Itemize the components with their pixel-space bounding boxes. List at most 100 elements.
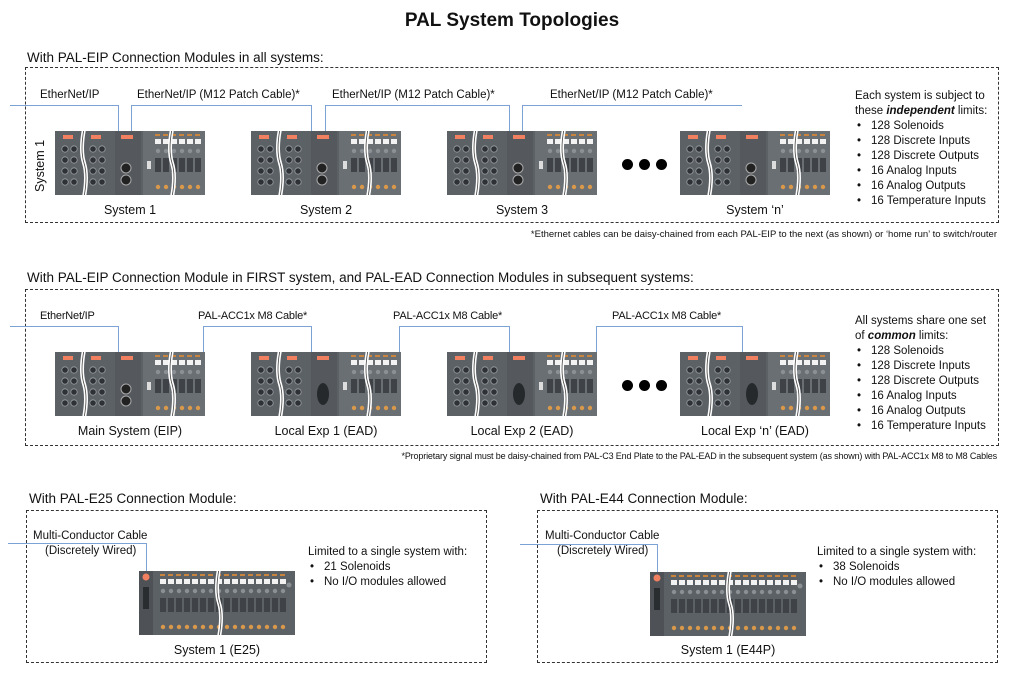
m12-connector: [453, 145, 461, 153]
solenoid-valve: [804, 379, 810, 393]
valve-label: [780, 139, 786, 144]
m12-connector: [723, 399, 731, 407]
module-port-label: [513, 356, 525, 360]
valve-port: [187, 148, 193, 154]
valve-label: [788, 139, 794, 144]
module-port-label: [121, 356, 133, 360]
valve-label: [375, 139, 381, 144]
m12-connector: [490, 388, 498, 396]
valve-led: [796, 134, 801, 136]
valve-label: [796, 360, 802, 365]
m12-power-port: [745, 174, 757, 186]
cable-label: Multi-Conductor Cable: [545, 530, 660, 542]
valve-port: [232, 588, 238, 594]
m12-connector: [686, 388, 694, 396]
break-mark: [473, 131, 479, 195]
m12-connector: [714, 366, 722, 374]
fitting: [788, 405, 794, 411]
status-window: [772, 382, 776, 390]
fitting: [195, 184, 201, 190]
valve-port: [767, 589, 773, 595]
valve-label: [176, 579, 182, 584]
fitting: [780, 405, 786, 411]
valve-led: [804, 134, 809, 136]
fitting: [804, 184, 810, 190]
solenoid-valve: [788, 379, 794, 393]
valve-led: [195, 134, 200, 136]
valve-led: [743, 575, 748, 577]
break-mark: [365, 131, 371, 195]
valve-led: [571, 355, 576, 357]
valve-port: [695, 589, 701, 595]
cable-label: EtherNet/IP (M12 Patch Cable)*: [550, 89, 713, 101]
solenoid-valve: [179, 379, 185, 393]
m12-connector: [61, 145, 69, 153]
valve-label: [163, 139, 169, 144]
break-mark: [561, 352, 567, 416]
m12-connector: [98, 167, 106, 175]
system-label: System 1: [103, 203, 157, 217]
valve-led: [359, 355, 364, 357]
io-port-label: [259, 356, 269, 360]
valve-led: [224, 574, 229, 576]
limit-item: 16 Temperature Inputs: [855, 419, 986, 434]
valve-label: [391, 360, 397, 365]
m12-connector: [98, 366, 106, 374]
valve-label: [195, 139, 201, 144]
fitting: [767, 625, 773, 631]
solenoid-valve: [687, 599, 693, 613]
valve-led: [571, 134, 576, 136]
m12-connector: [89, 145, 97, 153]
m12-connector: [723, 377, 731, 385]
solenoid-valve: [788, 158, 794, 172]
section-e44-heading: With PAL-E44 Connection Module:: [540, 491, 748, 506]
valve-label: [187, 360, 193, 365]
limit-item: No I/O modules allowed: [308, 575, 467, 590]
solenoid-valve: [359, 158, 365, 172]
module-port-label: [513, 135, 525, 139]
fitting: [195, 405, 201, 411]
valve-led: [367, 134, 372, 136]
valve-label: [155, 139, 161, 144]
m12-connector: [714, 399, 722, 407]
fitting: [679, 625, 685, 631]
m12-power-port: [745, 162, 757, 174]
limit-item: 128 Discrete Inputs: [855, 134, 987, 149]
valve-led: [812, 355, 817, 357]
limit-item: 128 Discrete Outputs: [855, 374, 986, 389]
valve-port: [671, 589, 677, 595]
fitting: [783, 625, 789, 631]
fitting: [547, 405, 553, 411]
m12-connector: [257, 388, 265, 396]
m12-power-port: [120, 395, 132, 407]
valve-port: [160, 588, 166, 594]
pal-eip-system-illustration: [55, 352, 205, 416]
valve-led: [187, 134, 192, 136]
fitting: [383, 184, 389, 190]
valve-label: [179, 360, 185, 365]
m12-connector: [89, 377, 97, 385]
solenoid-valve: [547, 379, 553, 393]
fitting: [224, 624, 230, 630]
fitting: [579, 405, 585, 411]
valve-port: [563, 369, 569, 375]
valve-label: [687, 580, 693, 585]
valve-label: [155, 360, 161, 365]
patch-cable: [131, 105, 312, 134]
limit-item: 16 Analog Outputs: [855, 404, 986, 419]
io-port-label: [259, 135, 269, 139]
valve-port: [359, 148, 365, 154]
valve-led: [555, 355, 560, 357]
m12-connector: [490, 156, 498, 164]
valve-label: [695, 580, 701, 585]
ead-connector: [746, 383, 758, 405]
solenoid-valve: [711, 599, 717, 613]
solenoid-valve: [375, 158, 381, 172]
valve-label: [671, 580, 677, 585]
valve-led: [383, 355, 388, 357]
fitting: [571, 184, 577, 190]
valve-port: [796, 369, 802, 375]
valve-led: [767, 575, 772, 577]
limits-intro: Limited to a single system with:: [817, 546, 977, 558]
fitting: [711, 625, 717, 631]
